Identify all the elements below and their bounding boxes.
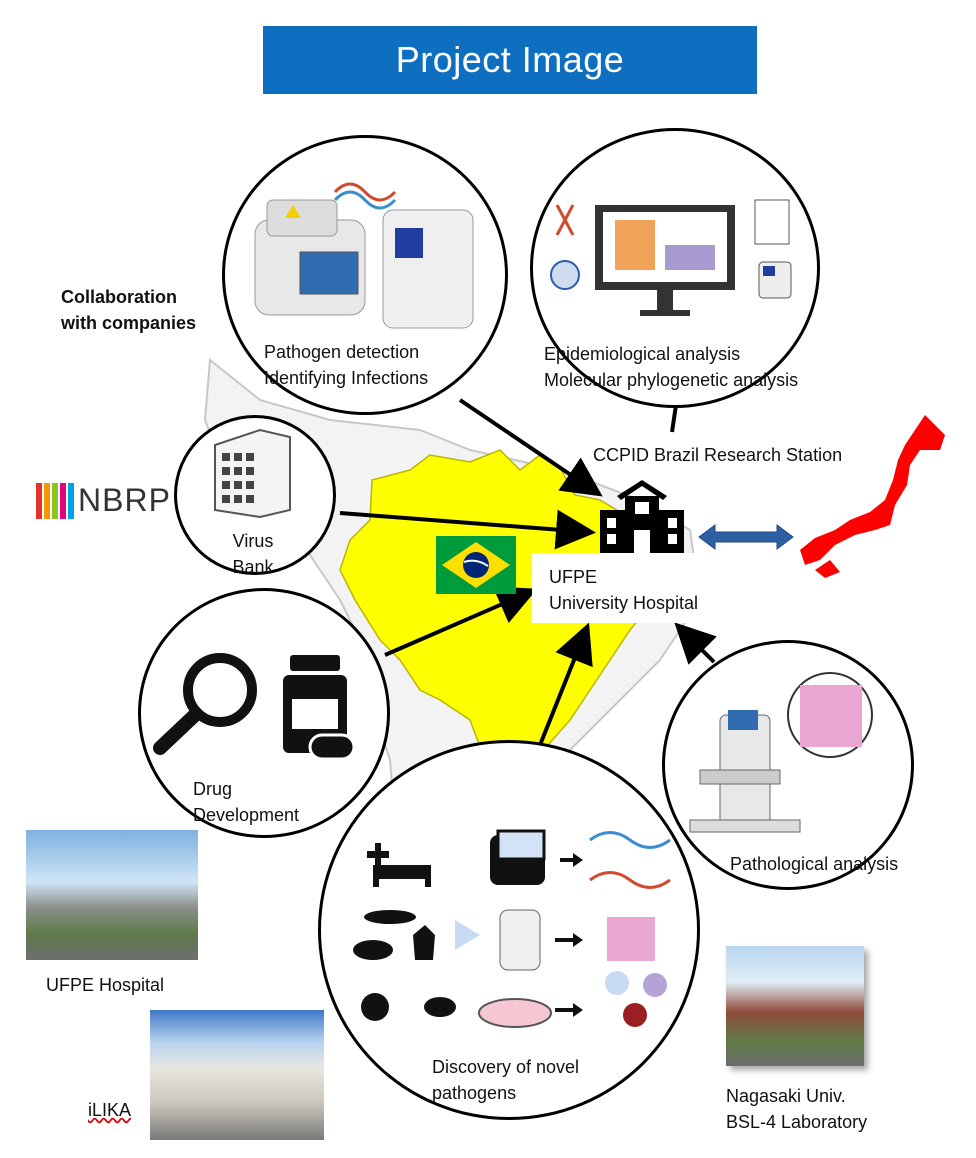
- arrow-virusbank-to-station: [339, 509, 596, 550]
- pathological-label: Pathological analysis: [730, 854, 899, 874]
- pathogen-detection-label: Pathogen detection Identifying Infection…: [264, 339, 428, 391]
- collaboration-line2: with companies: [61, 313, 197, 333]
- pathological-analysis-circle: [662, 640, 914, 890]
- drug-development-circle: [138, 588, 390, 838]
- epidemiology-label: Epidemiological analysis Molecular phylo…: [544, 341, 798, 393]
- collaboration-label: Collaboration with companies: [61, 284, 196, 336]
- double-arrow-icon: [698, 524, 794, 550]
- discovery-line1: Discovery of novel: [432, 1057, 580, 1077]
- nbrp-logo-icon: [36, 482, 74, 519]
- ufpe-label-line1: UFPE: [549, 567, 598, 587]
- ilika-photo: [150, 1010, 324, 1140]
- pcr-device-icon: [254, 182, 474, 329]
- discovery-label: Discovery of novel pathogens: [432, 1054, 579, 1106]
- epidemiology-line2: Molecular phylogenetic analysis: [544, 370, 799, 390]
- arrow-discovery-to-ufpe: [538, 622, 593, 746]
- virus-bank-line1: Virus: [232, 531, 274, 551]
- nbrp-text: NBRP: [78, 482, 171, 518]
- nagasaki-lab-photo: [726, 946, 864, 1066]
- arrow-epidemiology-to-station: [670, 404, 678, 433]
- ufpe-label: UFPE University Hospital: [549, 564, 698, 616]
- nagasaki-line2: BSL-4 Laboratory: [726, 1112, 868, 1132]
- ufpe-hospital-caption: UFPE Hospital: [46, 975, 165, 995]
- arrow-drug-to-ufpe: [384, 586, 538, 657]
- drug-development-label: Drug Development: [193, 776, 299, 828]
- japan-map-icon: [800, 415, 945, 578]
- ufpe-label-box: [532, 553, 734, 623]
- discovery-workflow-icons: [353, 829, 671, 1028]
- arrow-pathogen-to-station: [458, 398, 603, 497]
- nbrp-logo: NBRP: [36, 482, 171, 519]
- research-station-icon: [600, 480, 684, 554]
- drug-line2: Development: [193, 805, 300, 825]
- station-label: CCPID Brazil Research Station: [593, 445, 843, 465]
- nagasaki-line1: Nagasaki Univ.: [726, 1086, 846, 1106]
- collaboration-line1: Collaboration: [61, 287, 177, 307]
- epidemiology-line1: Epidemiological analysis: [544, 344, 741, 364]
- virus-bank-label: Virus Bank: [218, 528, 288, 580]
- magnifier-icon: [153, 653, 257, 755]
- brazil-flag-icon: [436, 536, 516, 594]
- discovery-line2: pathogens: [432, 1083, 517, 1103]
- medicine-bottle-icon: [283, 655, 356, 761]
- building-icon: [214, 428, 291, 519]
- analysis-monitor-icon: [550, 199, 792, 316]
- pathogen-detection-line1: Pathogen detection: [264, 342, 420, 362]
- drug-line1: Drug: [193, 779, 233, 799]
- ufpe-label-line2: University Hospital: [549, 593, 699, 613]
- ilika-caption: iLIKA: [88, 1100, 132, 1120]
- microscope-icon: [689, 672, 873, 833]
- page-title: Project Image: [263, 26, 757, 94]
- virus-bank-line2: Bank: [232, 557, 274, 577]
- arrow-pathology-to-ufpe: [674, 622, 717, 665]
- nagasaki-caption: Nagasaki Univ. BSL-4 Laboratory: [726, 1083, 867, 1135]
- ufpe-hospital-photo: [26, 830, 198, 960]
- pathogen-detection-line2: Identifying Infections: [264, 368, 429, 388]
